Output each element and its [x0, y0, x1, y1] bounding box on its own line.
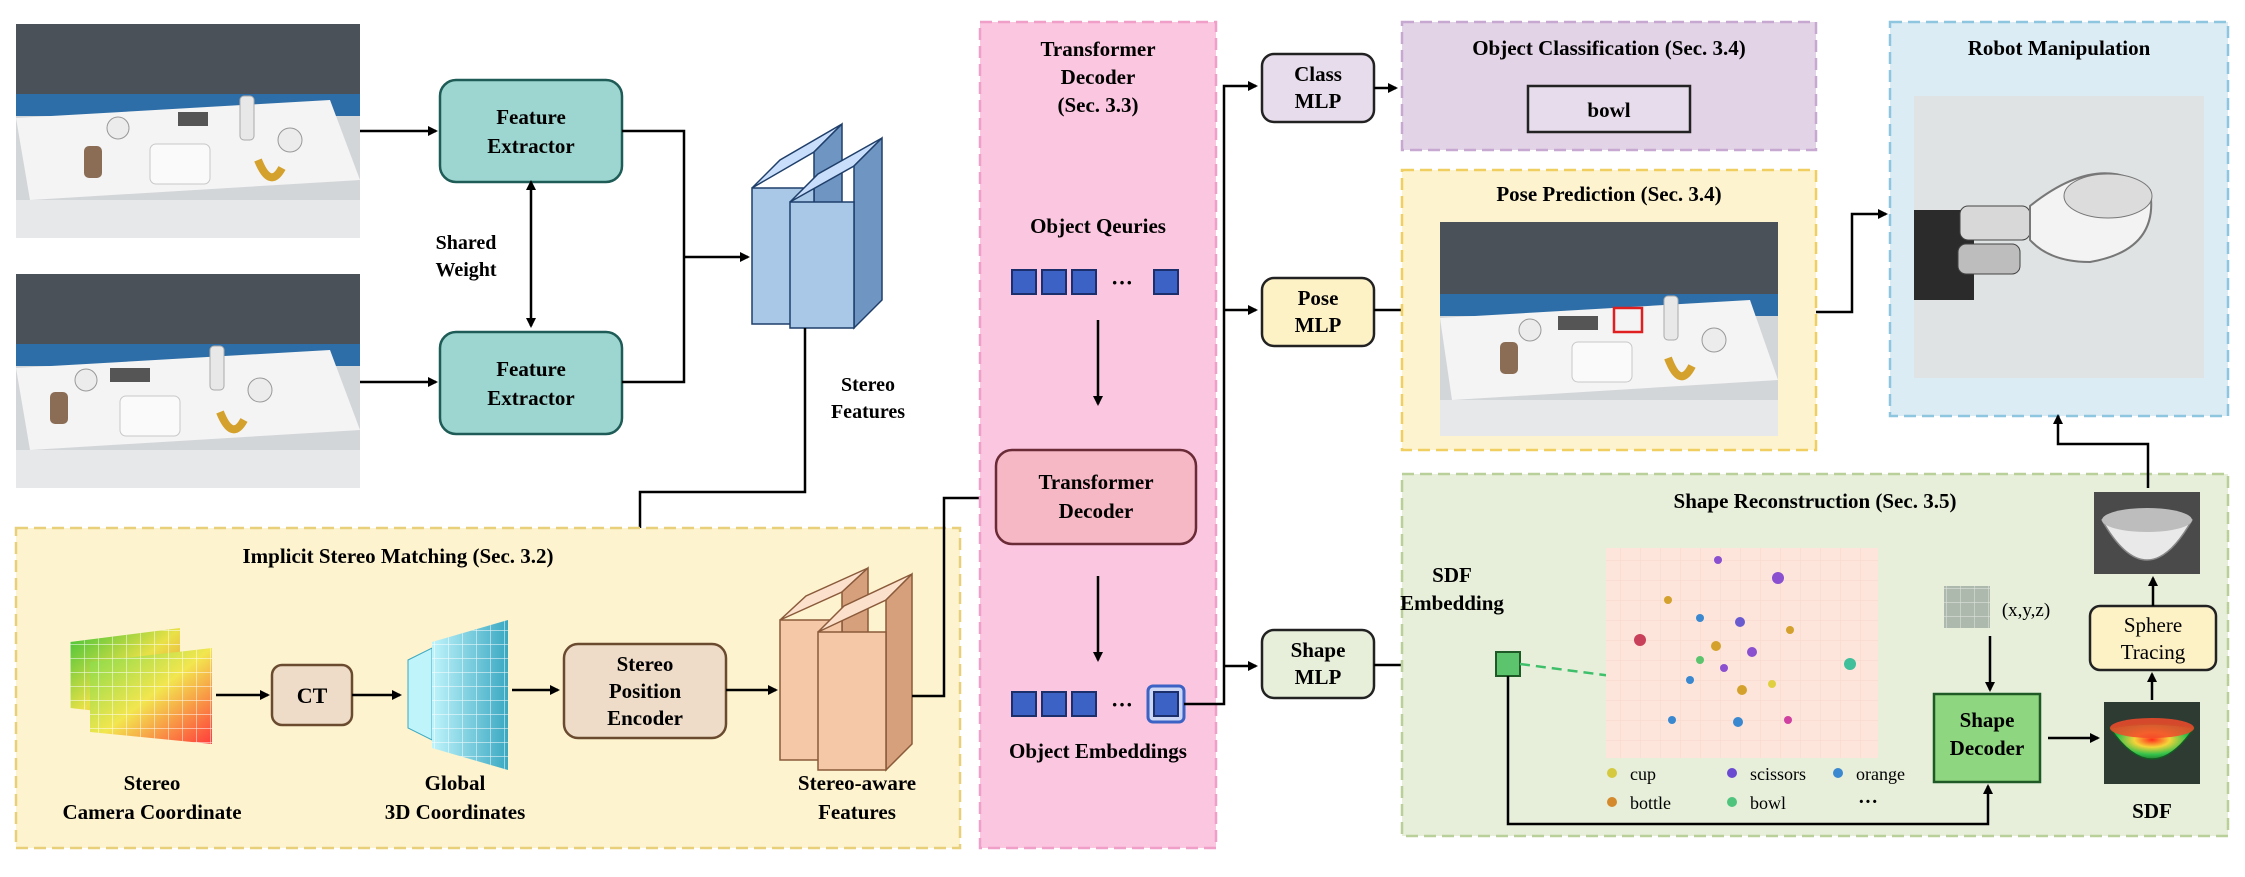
xyz-point-cloud — [1944, 586, 1990, 628]
sdf-embedding-line2: Embedding — [1400, 591, 1504, 615]
robot-manipulation-title: Robot Manipulation — [1968, 36, 2151, 60]
transformer-decoder-panel — [978, 20, 1218, 850]
transformer-panel-title-line2: Decoder — [1061, 65, 1136, 89]
legend-more: ··· — [1858, 791, 1878, 813]
transformer-decoder-line2: Decoder — [1059, 499, 1134, 523]
transformer-panel-title-line3: (Sec. 3.3) — [1057, 93, 1138, 117]
legend-bowl: bowl — [1750, 793, 1786, 813]
stereo-features-block — [751, 122, 883, 330]
xyz-label: (x,y,z) — [2002, 600, 2050, 621]
sdf-label: SDF — [2132, 799, 2172, 823]
sdf-embedding-square — [1495, 651, 1521, 677]
pose-prediction-image — [1440, 222, 1778, 436]
shape-decoder-line2: Decoder — [1950, 736, 2025, 760]
stereo-aware-line2: Features — [818, 800, 896, 824]
stereo-aware-line1: Stereo-aware — [798, 771, 916, 795]
robot-manipulation-image — [1914, 96, 2204, 378]
sdf-visual — [2104, 702, 2200, 784]
stereo-camera-line1: Stereo — [124, 771, 181, 795]
stereo-features-line1: Stereo — [841, 374, 895, 396]
object-queries-row: ··· — [1011, 269, 1179, 295]
sdf-embedding-line1: SDF — [1432, 563, 1472, 587]
implicit-stereo-matching-title: Implicit Stereo Matching (Sec. 3.2) — [242, 544, 553, 568]
right-stereo-image — [16, 274, 360, 488]
feature-extractor-bottom: Feature Extractor — [438, 330, 624, 436]
global-3d-line1: Global — [425, 771, 486, 795]
object-embeddings-row: ··· — [1011, 684, 1186, 724]
class-mlp-line1: Class — [1294, 62, 1342, 86]
stereo-camera-line2: Camera Coordinate — [62, 800, 241, 824]
global-3d-coordinates-grid — [407, 620, 508, 770]
feature-extractor-top-line1: Feature — [496, 105, 566, 129]
stereo-aware-features-block — [779, 566, 913, 772]
reconstructed-bowl-image — [2094, 492, 2200, 574]
pose-mlp-box — [1260, 276, 1376, 348]
legend-scissors: scissors — [1750, 764, 1806, 784]
stereo-camera-coordinate-grid — [70, 628, 212, 744]
shape-decoder-box — [1932, 692, 2042, 784]
stereo-pos-enc-line3: Encoder — [607, 706, 683, 730]
feature-extractor-bottom-line1: Feature — [496, 357, 566, 381]
object-embeddings-dots: ··· — [1111, 692, 1133, 717]
class-result-label: bowl — [1587, 98, 1630, 122]
object-classification-title: Object Classification (Sec. 3.4) — [1472, 36, 1746, 60]
shape-decoder-line1: Shape — [1960, 708, 2015, 732]
shape-reconstruction-title: Shape Reconstruction (Sec. 3.5) — [1674, 489, 1957, 513]
ct-label: CT — [297, 683, 328, 708]
class-result-box — [1526, 84, 1692, 134]
transformer-decoder-line1: Transformer — [1038, 470, 1153, 494]
class-mlp-line2: MLP — [1295, 89, 1342, 113]
shared-weight-line2: Weight — [435, 259, 496, 281]
stereo-features-line2: Features — [831, 401, 905, 423]
tsne-legend: cup scissors orange bottle bowl ··· — [1607, 764, 1905, 813]
sphere-tracing-line1: Sphere — [2124, 613, 2182, 637]
pose-prediction-title: Pose Prediction (Sec. 3.4) — [1496, 182, 1721, 206]
legend-orange: orange — [1856, 764, 1905, 784]
object-embeddings-label: Object Embeddings — [1009, 739, 1187, 763]
sphere-tracing-line2: Tracing — [2121, 640, 2186, 664]
transformer-decoder-box — [994, 448, 1198, 546]
legend-cup: cup — [1630, 764, 1656, 784]
feature-extractor-top-line2: Extractor — [487, 134, 574, 158]
pose-mlp-line2: MLP — [1295, 313, 1342, 337]
left-stereo-image — [16, 24, 360, 238]
object-queries-label: Object Qeuries — [1030, 214, 1166, 238]
feature-extractor-bottom-line2: Extractor — [487, 386, 574, 410]
transformer-panel-title-line1: Transformer — [1040, 37, 1155, 61]
shape-mlp-line2: MLP — [1295, 665, 1342, 689]
shared-weight-line1: Shared — [436, 232, 497, 254]
pose-mlp-line1: Pose — [1298, 286, 1339, 310]
tsne-embedding-plot — [1606, 548, 1878, 758]
object-queries-dots: ··· — [1111, 270, 1133, 295]
legend-bottle: bottle — [1630, 793, 1671, 813]
shape-mlp-line1: Shape — [1291, 638, 1346, 662]
feature-extractor-top: Feature Extractor — [438, 78, 624, 184]
stereo-pos-enc-line1: Stereo — [617, 652, 674, 676]
stereo-pos-enc-line2: Position — [609, 679, 682, 703]
global-3d-line2: 3D Coordinates — [385, 800, 526, 824]
